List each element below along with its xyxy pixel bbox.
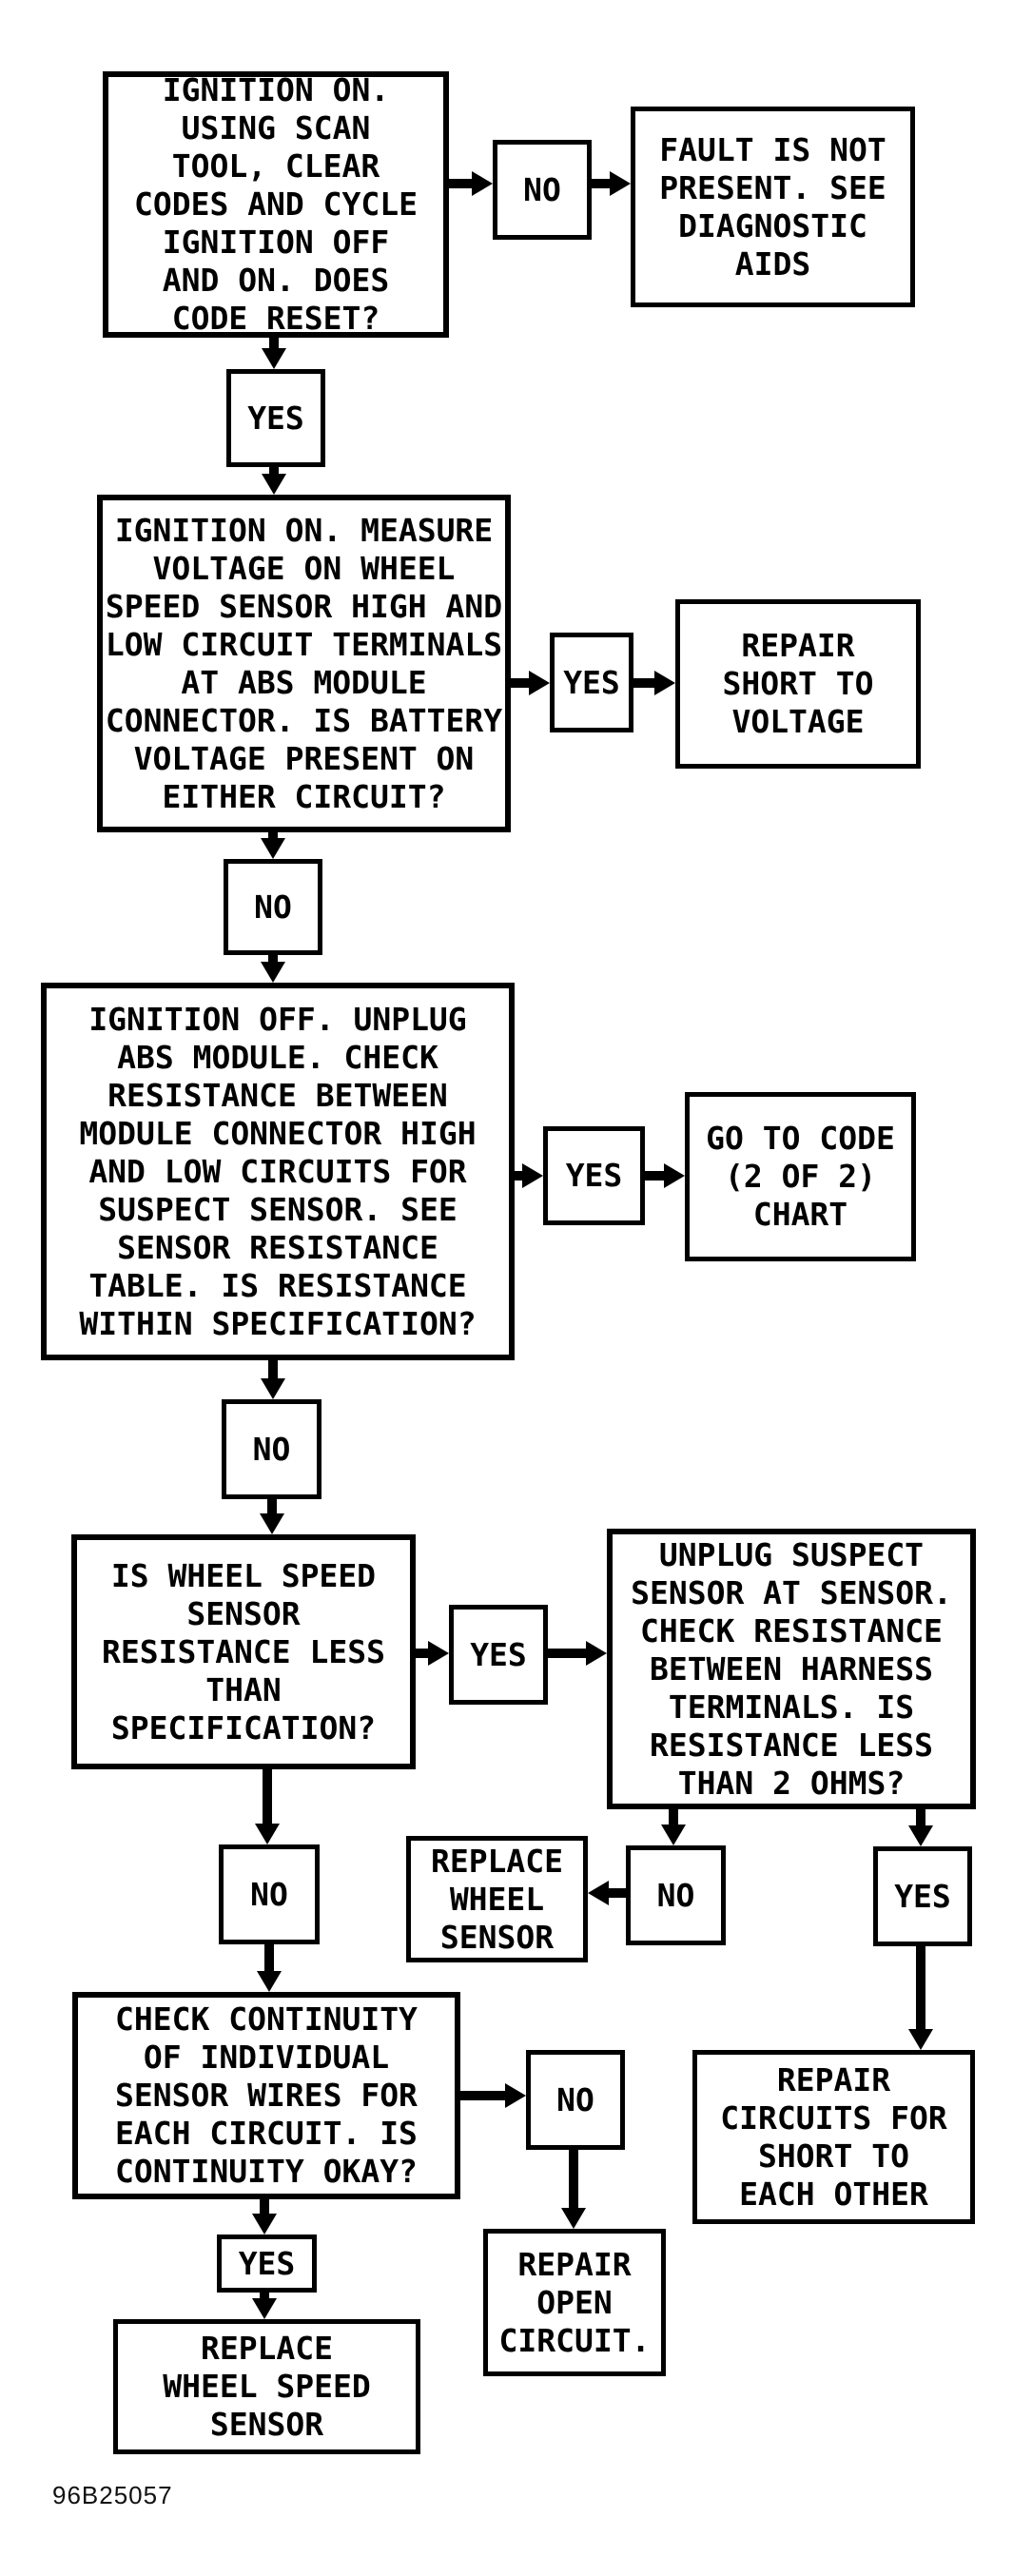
arrow-resistanceless-to-no4 — [255, 1769, 280, 1844]
flowchart-node-no-3: NO — [222, 1399, 321, 1499]
arrow-measurevoltage-to-yes2 — [511, 671, 550, 695]
flowchart-node-yes-6: YES — [217, 2234, 317, 2293]
arrow-checkresistance-to-yes3 — [515, 1163, 543, 1188]
flowchart-node-step-check-resistance: IGNITION OFF. UNPLUG ABS MODULE. CHECK R… — [41, 983, 515, 1360]
arrow-yes1-to-measurevoltage — [262, 467, 286, 495]
flowchart-node-step-unplug-sensor: UNPLUG SUSPECT SENSOR AT SENSOR. CHECK R… — [607, 1529, 976, 1809]
arrow-yes5-to-repaircircuits — [908, 1946, 933, 2050]
arrow-no6-to-repairopen — [561, 2150, 586, 2229]
arrow-checkcontinuity-to-no6 — [460, 2083, 526, 2108]
flowchart-node-step-check-continuity: CHECK CONTINUITY OF INDIVIDUAL SENSOR WI… — [72, 1992, 460, 2199]
arrow-unplugsensor-to-yes5 — [908, 1807, 933, 1846]
arrow-measurevoltage-to-no2 — [261, 832, 285, 859]
flowchart-node-yes-4: YES — [449, 1605, 548, 1705]
flowchart-node-yes-3: YES — [543, 1126, 645, 1225]
arrow-yes3-to-gotocode — [645, 1163, 685, 1188]
flowchart-node-no-4: NO — [219, 1844, 320, 1944]
flowchart-node-result-replace-wheel-speed-sensor: REPLACE WHEEL SPEED SENSOR — [113, 2319, 420, 2454]
arrow-yes4-to-unplugsensor — [548, 1641, 607, 1666]
arrow-no4-to-checkcontinuity — [257, 1944, 282, 1992]
flowchart-node-no-2: NO — [224, 859, 322, 955]
arrow-clearcodes-to-yes1 — [262, 338, 286, 369]
arrow-checkresistance-to-no3 — [261, 1360, 285, 1399]
flowchart-node-no-1: NO — [493, 140, 592, 240]
arrow-no1-to-faultnotpresent — [592, 171, 631, 196]
arrow-yes2-to-repairshort — [633, 671, 675, 695]
flowchart-node-step-clear-codes: IGNITION ON. USING SCAN TOOL, CLEAR CODE… — [103, 71, 449, 338]
flowchart-node-result-replace-wheel-sensor: REPLACE WHEEL SENSOR — [406, 1836, 588, 1962]
flowchart-node-result-repair-open-circuit: REPAIR OPEN CIRCUIT. — [483, 2229, 666, 2376]
flowchart-node-yes-1: YES — [226, 369, 325, 467]
flowchart-node-yes-2: YES — [550, 633, 633, 732]
figure-number-label: 96B25057 — [52, 2481, 173, 2509]
arrow-no3-to-resistanceless — [260, 1499, 284, 1534]
arrow-unplugsensor-to-no5 — [661, 1809, 686, 1845]
flowchart-node-result-repair-short-voltage: REPAIR SHORT TO VOLTAGE — [675, 599, 921, 769]
arrow-resistanceless-to-yes4 — [416, 1641, 449, 1666]
flowchart-node-step-measure-voltage: IGNITION ON. MEASURE VOLTAGE ON WHEEL SP… — [97, 495, 511, 832]
arrow-yes6-to-replacewss — [252, 2293, 277, 2319]
flowchart-node-result-fault-not-present: FAULT IS NOT PRESENT. SEE DIAGNOSTIC AID… — [631, 107, 915, 307]
arrow-no2-to-checkresistance — [261, 955, 285, 983]
flowchart-node-yes-5: YES — [873, 1846, 972, 1946]
arrow-checkcontinuity-to-yes6 — [252, 2199, 277, 2234]
flowchart-node-no-6: NO — [526, 2050, 625, 2150]
flowchart-node-no-5: NO — [626, 1845, 726, 1945]
flowchart-node-result-repair-circuits-short: REPAIR CIRCUITS FOR SHORT TO EACH OTHER — [692, 2050, 975, 2224]
arrow-no5-to-replacewheelsensor — [588, 1881, 626, 1905]
flowchart-node-result-goto-code-chart: GO TO CODE (2 OF 2) CHART — [685, 1092, 916, 1261]
arrow-clearcodes-to-no1 — [449, 171, 493, 196]
flowchart-node-step-resistance-less: IS WHEEL SPEED SENSOR RESISTANCE LESS TH… — [71, 1534, 416, 1769]
